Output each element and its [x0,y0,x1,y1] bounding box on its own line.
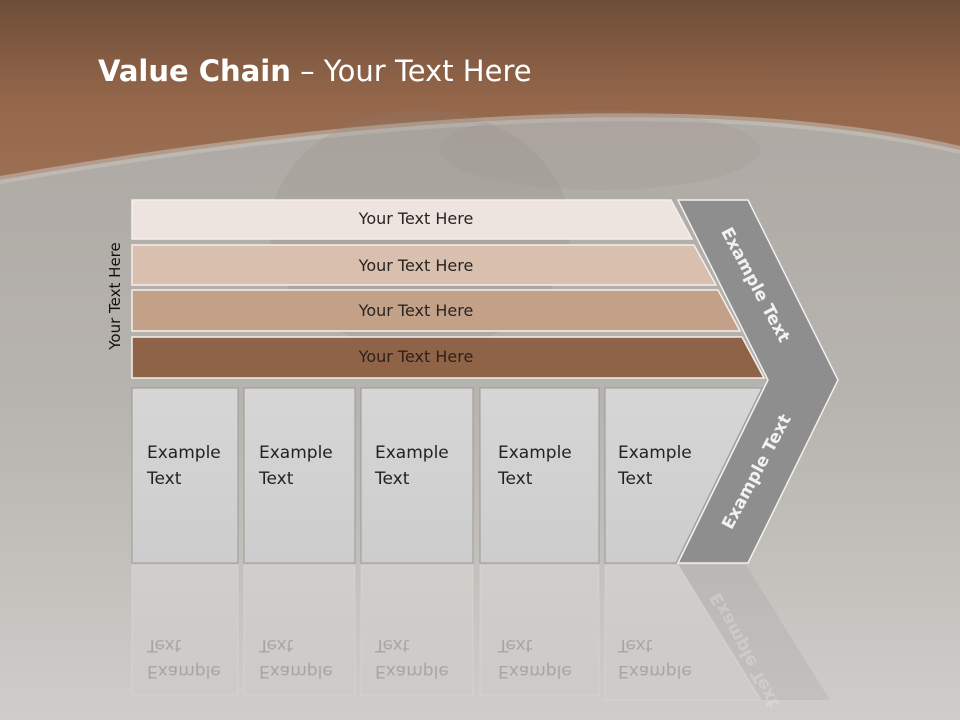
column-box-4 [479,387,600,564]
value-bands [131,199,766,379]
column-2-reflection-line-1: Example [259,661,333,681]
column-4-reflection-line-1: Example [498,661,572,681]
column-5-reflection-line-2: Text [618,635,653,655]
column-box-5 [604,387,763,564]
title-bold: Value Chain [98,54,291,88]
column-4-reflection-line-2: Text [498,635,533,655]
column-reflection-1: Example Text [147,632,221,684]
chevron-arrow [676,199,839,564]
column-5-line-1: Example [618,443,692,463]
column-2-line-1: Example [259,443,333,463]
column-text-1: Example Text [147,440,221,492]
column-box-2 [243,387,356,564]
side-label: Your Text Here [106,242,124,350]
band-label-3: Your Text Here [358,301,474,320]
activity-columns [131,387,763,564]
column-reflection-4: Example Text [498,632,572,684]
column-3-reflection-line-1: Example [375,661,449,681]
title-rest: – Your Text Here [290,54,532,88]
band-label-1: Your Text Here [358,209,474,228]
column-text-5: Example Text [618,440,692,492]
column-4-line-1: Example [498,443,572,463]
column-reflection-3: Example Text [375,632,449,684]
band-label-2: Your Text Here [358,256,474,275]
column-text-3: Example Text [375,440,449,492]
column-5-reflection-line-1: Example [618,661,692,681]
band-2 [131,244,718,286]
column-2-reflection-line-2: Text [259,635,294,655]
column-box-3 [360,387,474,564]
column-1-reflection-line-2: Text [147,635,182,655]
column-5-line-2: Text [618,469,653,489]
column-3-reflection-line-2: Text [375,635,410,655]
column-3-line-2: Text [375,469,410,489]
column-reflections [131,564,830,701]
column-1-line-2: Text [147,469,182,489]
column-1-line-1: Example [147,443,221,463]
band-label-4: Your Text Here [358,347,474,366]
band-4 [131,336,766,379]
column-4-line-2: Text [498,469,533,489]
column-2-line-2: Text [259,469,294,489]
slide-title: Value Chain – Your Text Here [98,54,532,88]
column-text-4: Example Text [498,440,572,492]
column-text-2: Example Text [259,440,333,492]
column-3-line-1: Example [375,443,449,463]
column-reflection-2: Example Text [259,632,333,684]
column-1-reflection-line-1: Example [147,661,221,681]
band-1 [131,199,694,240]
column-reflection-5: Example Text [618,632,692,684]
column-box-1 [131,387,239,564]
band-3 [131,289,742,332]
